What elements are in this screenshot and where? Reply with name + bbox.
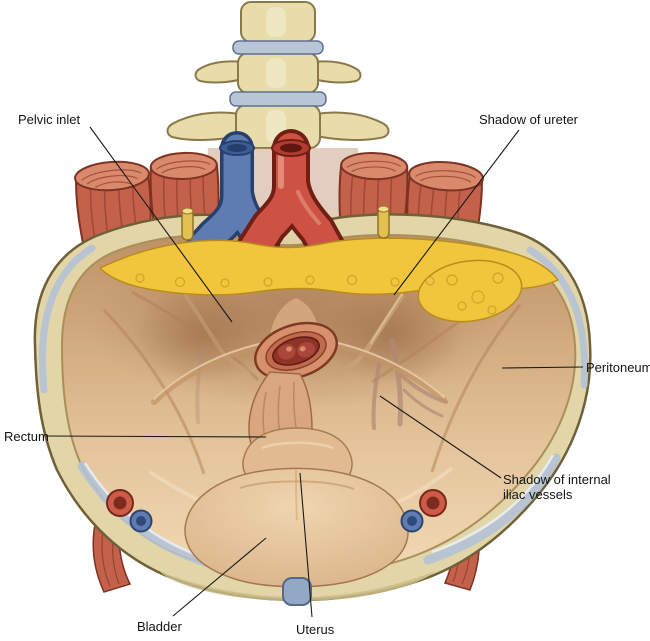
leader-lines (45, 126, 584, 618)
leader-shadow-of-ureter (393, 129, 520, 296)
leader-bladder (172, 537, 267, 617)
transverse-process (166, 111, 241, 141)
label-shadow-of-internal-iliac-vessels: Shadow of internal iliac vessels (503, 472, 611, 503)
intervertebral-disc (232, 40, 324, 55)
iliac-cartilage-left (38, 244, 96, 394)
sigmoid-colon-stump (254, 298, 338, 381)
label-uterus: Uterus (296, 622, 335, 637)
obturator-vessels-right (400, 489, 447, 533)
bladder-dome (184, 467, 409, 588)
ureter-shadow-left (184, 294, 254, 374)
leader-pelvic-inlet (89, 126, 233, 323)
pubic-symphysis (160, 571, 436, 606)
label-rectum: Rectum (4, 429, 49, 444)
leader-rectum (45, 435, 267, 438)
ureter-shadows (184, 293, 405, 377)
leader-uterus (299, 472, 313, 618)
transverse-process (315, 111, 390, 141)
obturator-vessels-left (106, 489, 153, 533)
leader-internal-iliac-vessels (379, 395, 502, 479)
label-peritoneum: Peritoneum (586, 360, 650, 375)
transverse-process (194, 60, 243, 84)
cut-ureters (181, 205, 390, 241)
label-shadow-of-ureter: Shadow of ureter (479, 112, 579, 127)
aorta-common-iliac-arteries (236, 129, 347, 269)
transverse-process (313, 60, 362, 84)
label-bladder: Bladder (137, 619, 182, 634)
label-pelvic-inlet: Pelvic inlet (18, 112, 81, 127)
ureter-shadow-right (333, 293, 405, 377)
vertebral-column (166, 1, 390, 149)
leader-peritoneum (501, 366, 584, 369)
intervertebral-disc (229, 91, 327, 107)
pelvic-brim-cartilage-right (423, 453, 561, 565)
fat-pad (99, 237, 559, 323)
fat-lobule-patch (417, 259, 523, 323)
iliac-cartilage-right (526, 246, 589, 389)
